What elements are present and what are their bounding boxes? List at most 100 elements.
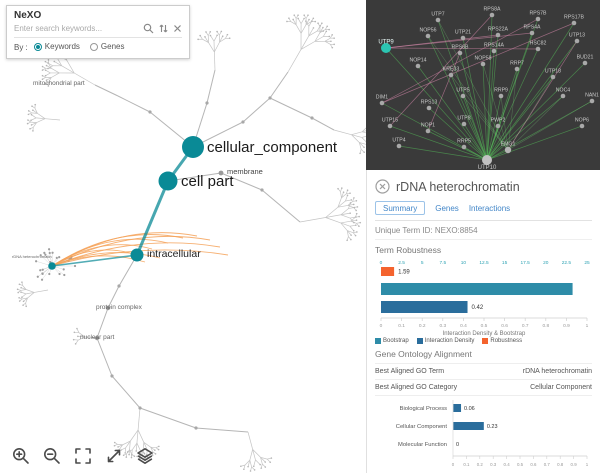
term-title: rDNA heterochromatin <box>396 179 520 194</box>
network-node[interactable] <box>457 50 463 56</box>
node-cell-part[interactable] <box>158 171 178 191</box>
radio-keywords[interactable]: Keywords <box>33 42 80 51</box>
close-term-icon[interactable] <box>375 179 390 194</box>
legend-item: Bootstrap <box>375 338 409 344</box>
network-node[interactable] <box>482 155 492 165</box>
network-node-label: NOP14 <box>409 58 426 64</box>
detail-tabs: Summary Genes Interactions <box>375 201 592 221</box>
network-node[interactable] <box>535 46 541 52</box>
network-node-label: NOP6 <box>575 118 589 124</box>
network-node-label: UTP4 <box>392 138 405 144</box>
tab-genes[interactable]: Genes <box>435 203 459 213</box>
svg-text:Biological Process: Biological Process <box>400 406 447 412</box>
zoom-controls <box>10 445 156 467</box>
network-node[interactable] <box>491 48 497 54</box>
network-node[interactable] <box>387 123 393 129</box>
swap-icon[interactable] <box>158 23 169 34</box>
network-node-label: NAN1 <box>585 93 599 99</box>
network-node-label: UTP15 <box>382 118 398 124</box>
network-node[interactable] <box>495 32 501 38</box>
clear-search-icon[interactable] <box>173 24 182 33</box>
network-node[interactable] <box>514 66 520 72</box>
tree-term-label[interactable]: cellular_component <box>207 139 338 156</box>
network-node-label: PWP2 <box>491 118 506 124</box>
svg-text:0.1: 0.1 <box>463 462 470 467</box>
svg-text:25: 25 <box>584 260 590 266</box>
search-icon[interactable] <box>143 23 154 34</box>
network-node[interactable] <box>535 16 541 22</box>
network-node[interactable] <box>560 93 566 99</box>
tree-term-label[interactable]: intracellular <box>147 248 201 260</box>
tree-term-label[interactable]: mitochondrial part <box>33 80 85 87</box>
network-node[interactable] <box>426 105 432 111</box>
network-node[interactable] <box>460 93 466 99</box>
network-node[interactable] <box>550 74 556 80</box>
network-node[interactable] <box>529 30 535 36</box>
pan-diagonal-button[interactable] <box>103 445 125 467</box>
network-node[interactable] <box>498 93 504 99</box>
svg-text:0.9: 0.9 <box>571 462 578 467</box>
network-node-label: RRP5 <box>457 139 471 145</box>
network-node-label: RRP9 <box>494 88 508 94</box>
network-node[interactable] <box>415 63 421 69</box>
network-node[interactable] <box>495 123 501 129</box>
radio-genes[interactable]: Genes <box>89 42 124 51</box>
zoom-in-button[interactable] <box>10 445 32 467</box>
tab-summary[interactable]: Summary <box>375 201 426 215</box>
node-intracellular[interactable] <box>130 248 144 262</box>
network-node[interactable] <box>579 123 585 129</box>
tree-term-label[interactable]: nuclear part <box>80 334 115 341</box>
network-node[interactable] <box>589 98 595 104</box>
svg-text:12.5: 12.5 <box>479 260 489 266</box>
network-node-label: UTP10 <box>478 165 497 170</box>
tree-term-label[interactable]: rDNA heterochromatin <box>12 254 52 259</box>
network-node[interactable] <box>571 20 577 26</box>
svg-text:5: 5 <box>421 260 424 266</box>
network-node[interactable] <box>448 72 454 78</box>
network-node[interactable] <box>435 17 441 23</box>
network-node[interactable] <box>461 144 467 150</box>
svg-text:0: 0 <box>452 462 455 467</box>
svg-text:0.6: 0.6 <box>530 462 537 467</box>
svg-text:0.2: 0.2 <box>419 323 426 329</box>
fit-to-screen-button[interactable] <box>72 445 94 467</box>
svg-text:1.59: 1.59 <box>398 270 410 276</box>
svg-text:0.5: 0.5 <box>517 462 524 467</box>
tree-term-label[interactable]: cell part <box>181 173 234 190</box>
network-node[interactable] <box>504 146 512 154</box>
svg-text:10: 10 <box>461 260 467 266</box>
network-node[interactable] <box>381 43 391 53</box>
node-cellular-component[interactable] <box>182 136 204 158</box>
network-node[interactable] <box>574 38 580 44</box>
network-node[interactable] <box>460 35 466 41</box>
detail-header: rDNA heterochromatin <box>375 170 592 194</box>
svg-text:0.23: 0.23 <box>487 424 498 430</box>
network-node[interactable] <box>379 100 385 106</box>
ontology-tree-canvas[interactable] <box>0 0 366 473</box>
svg-text:17.5: 17.5 <box>521 260 531 266</box>
network-node[interactable] <box>425 128 431 134</box>
bar-bootstrap <box>381 283 573 295</box>
network-node[interactable] <box>461 121 467 127</box>
network-node[interactable] <box>489 12 495 18</box>
search-input[interactable] <box>14 24 139 33</box>
tree-term-label[interactable]: protein complex <box>96 304 142 311</box>
node-selected-term[interactable] <box>48 262 56 270</box>
svg-text:0.2: 0.2 <box>477 462 484 467</box>
network-node[interactable] <box>396 143 402 149</box>
layers-button[interactable] <box>134 445 156 467</box>
tree-term-label[interactable]: membrane <box>227 167 263 176</box>
tab-interactions[interactable]: Interactions <box>468 203 511 213</box>
svg-text:Molecular Function: Molecular Function <box>398 442 447 448</box>
network-node[interactable] <box>480 61 486 67</box>
legend-item: Interaction Density <box>416 338 474 344</box>
network-node[interactable] <box>582 60 588 66</box>
zoom-out-button[interactable] <box>41 445 63 467</box>
network-node[interactable] <box>425 33 431 39</box>
